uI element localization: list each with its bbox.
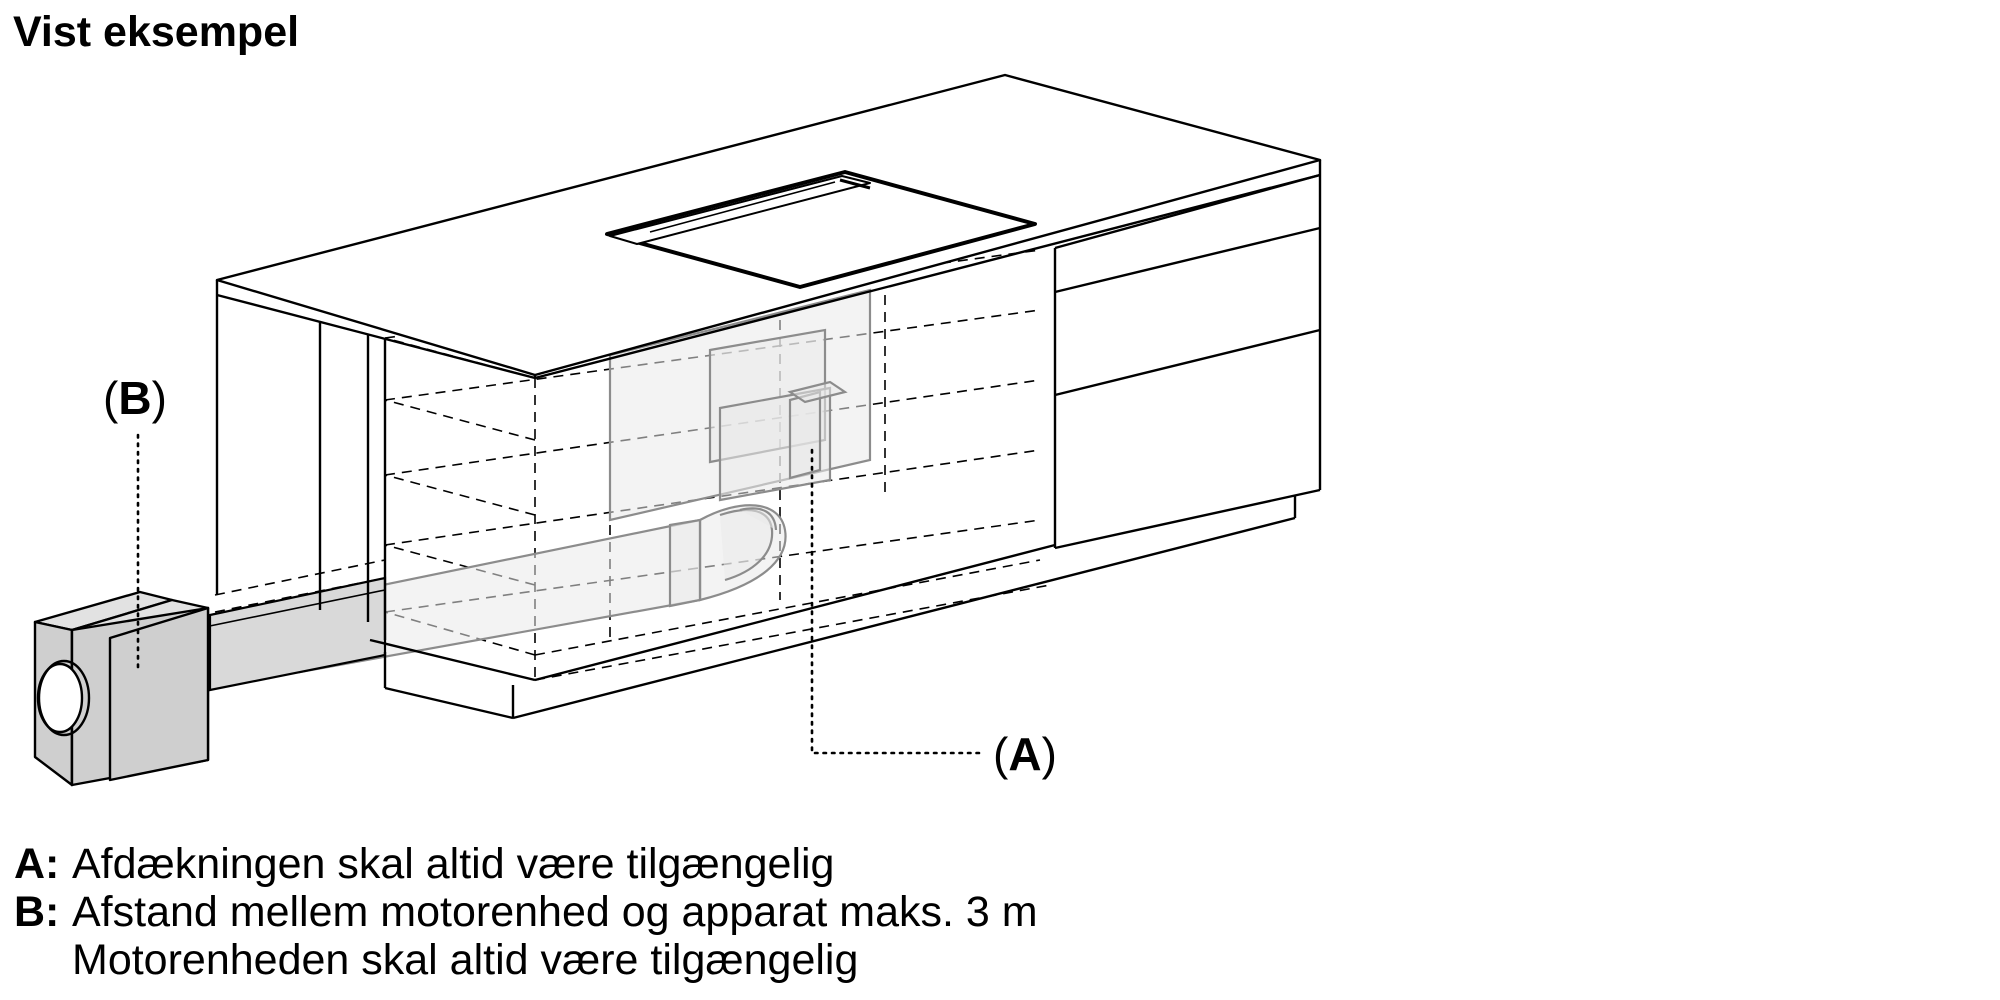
legend-text-b-1: Afstand mellem motorenhed og apparat mak… xyxy=(72,888,1038,936)
external-duct xyxy=(199,576,387,692)
callout-b-close: ) xyxy=(151,372,167,424)
legend-key-b: B: xyxy=(14,888,60,936)
legend-row-a: A: Afdækningen skal altid være tilgængel… xyxy=(14,840,1038,888)
callout-a: (A) xyxy=(993,731,1057,777)
legend: A: Afdækningen skal altid være tilgængel… xyxy=(14,840,1038,984)
cooktop-with-extractor xyxy=(605,170,1037,289)
internal-duct-ghost xyxy=(298,288,872,674)
legend-key-a: A: xyxy=(14,840,60,888)
legend-text-b-2: Motorenheden skal altid være tilgængelig xyxy=(72,936,859,984)
legend-row-b: B: Afstand mellem motorenhed og apparat … xyxy=(14,888,1038,936)
callout-a-letter: A xyxy=(1008,728,1042,780)
callout-a-open: ( xyxy=(993,728,1009,780)
motor-unit xyxy=(33,590,210,787)
page-title: Vist eksempel xyxy=(13,8,300,56)
leader-lines xyxy=(136,433,987,755)
callout-b: (B) xyxy=(103,375,167,421)
legend-key-spacer xyxy=(14,936,72,984)
leader-line-a xyxy=(810,448,987,755)
callout-b-letter: B xyxy=(118,372,152,424)
callout-b-open: ( xyxy=(103,372,119,424)
legend-row-b-cont: Motorenheden skal altid være tilgængelig xyxy=(14,936,1038,984)
callout-a-close: ) xyxy=(1041,728,1057,780)
legend-text-a: Afdækningen skal altid være tilgængelig xyxy=(72,840,835,888)
